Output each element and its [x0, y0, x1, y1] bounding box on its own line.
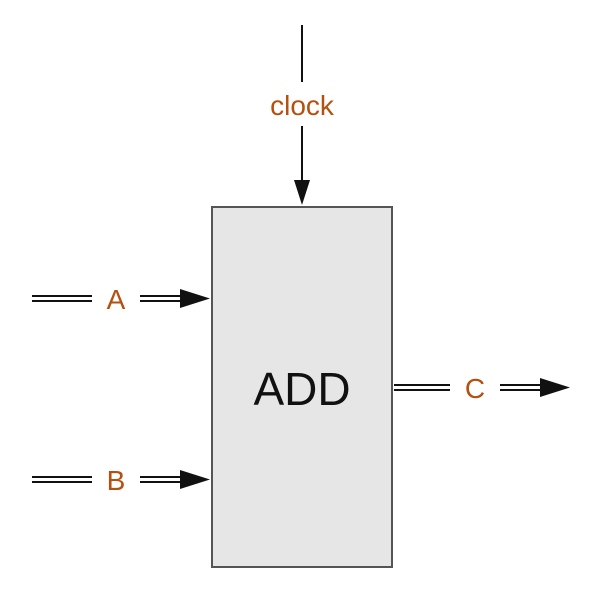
input-a-label: A	[107, 284, 126, 315]
add-block-label: ADD	[253, 363, 350, 415]
output-c: C	[394, 373, 570, 404]
add-block	[211, 206, 393, 568]
output-c-arrowhead	[540, 378, 570, 397]
input-a: A	[32, 284, 210, 315]
input-b-label: B	[107, 465, 126, 496]
clock-label: clock	[270, 90, 335, 121]
input-b: B	[32, 465, 210, 496]
output-c-label: C	[465, 373, 485, 404]
input-b-arrowhead	[180, 470, 210, 489]
input-a-arrowhead	[180, 289, 210, 308]
clock-input: clock	[270, 25, 335, 205]
clock-arrowhead	[294, 180, 310, 205]
